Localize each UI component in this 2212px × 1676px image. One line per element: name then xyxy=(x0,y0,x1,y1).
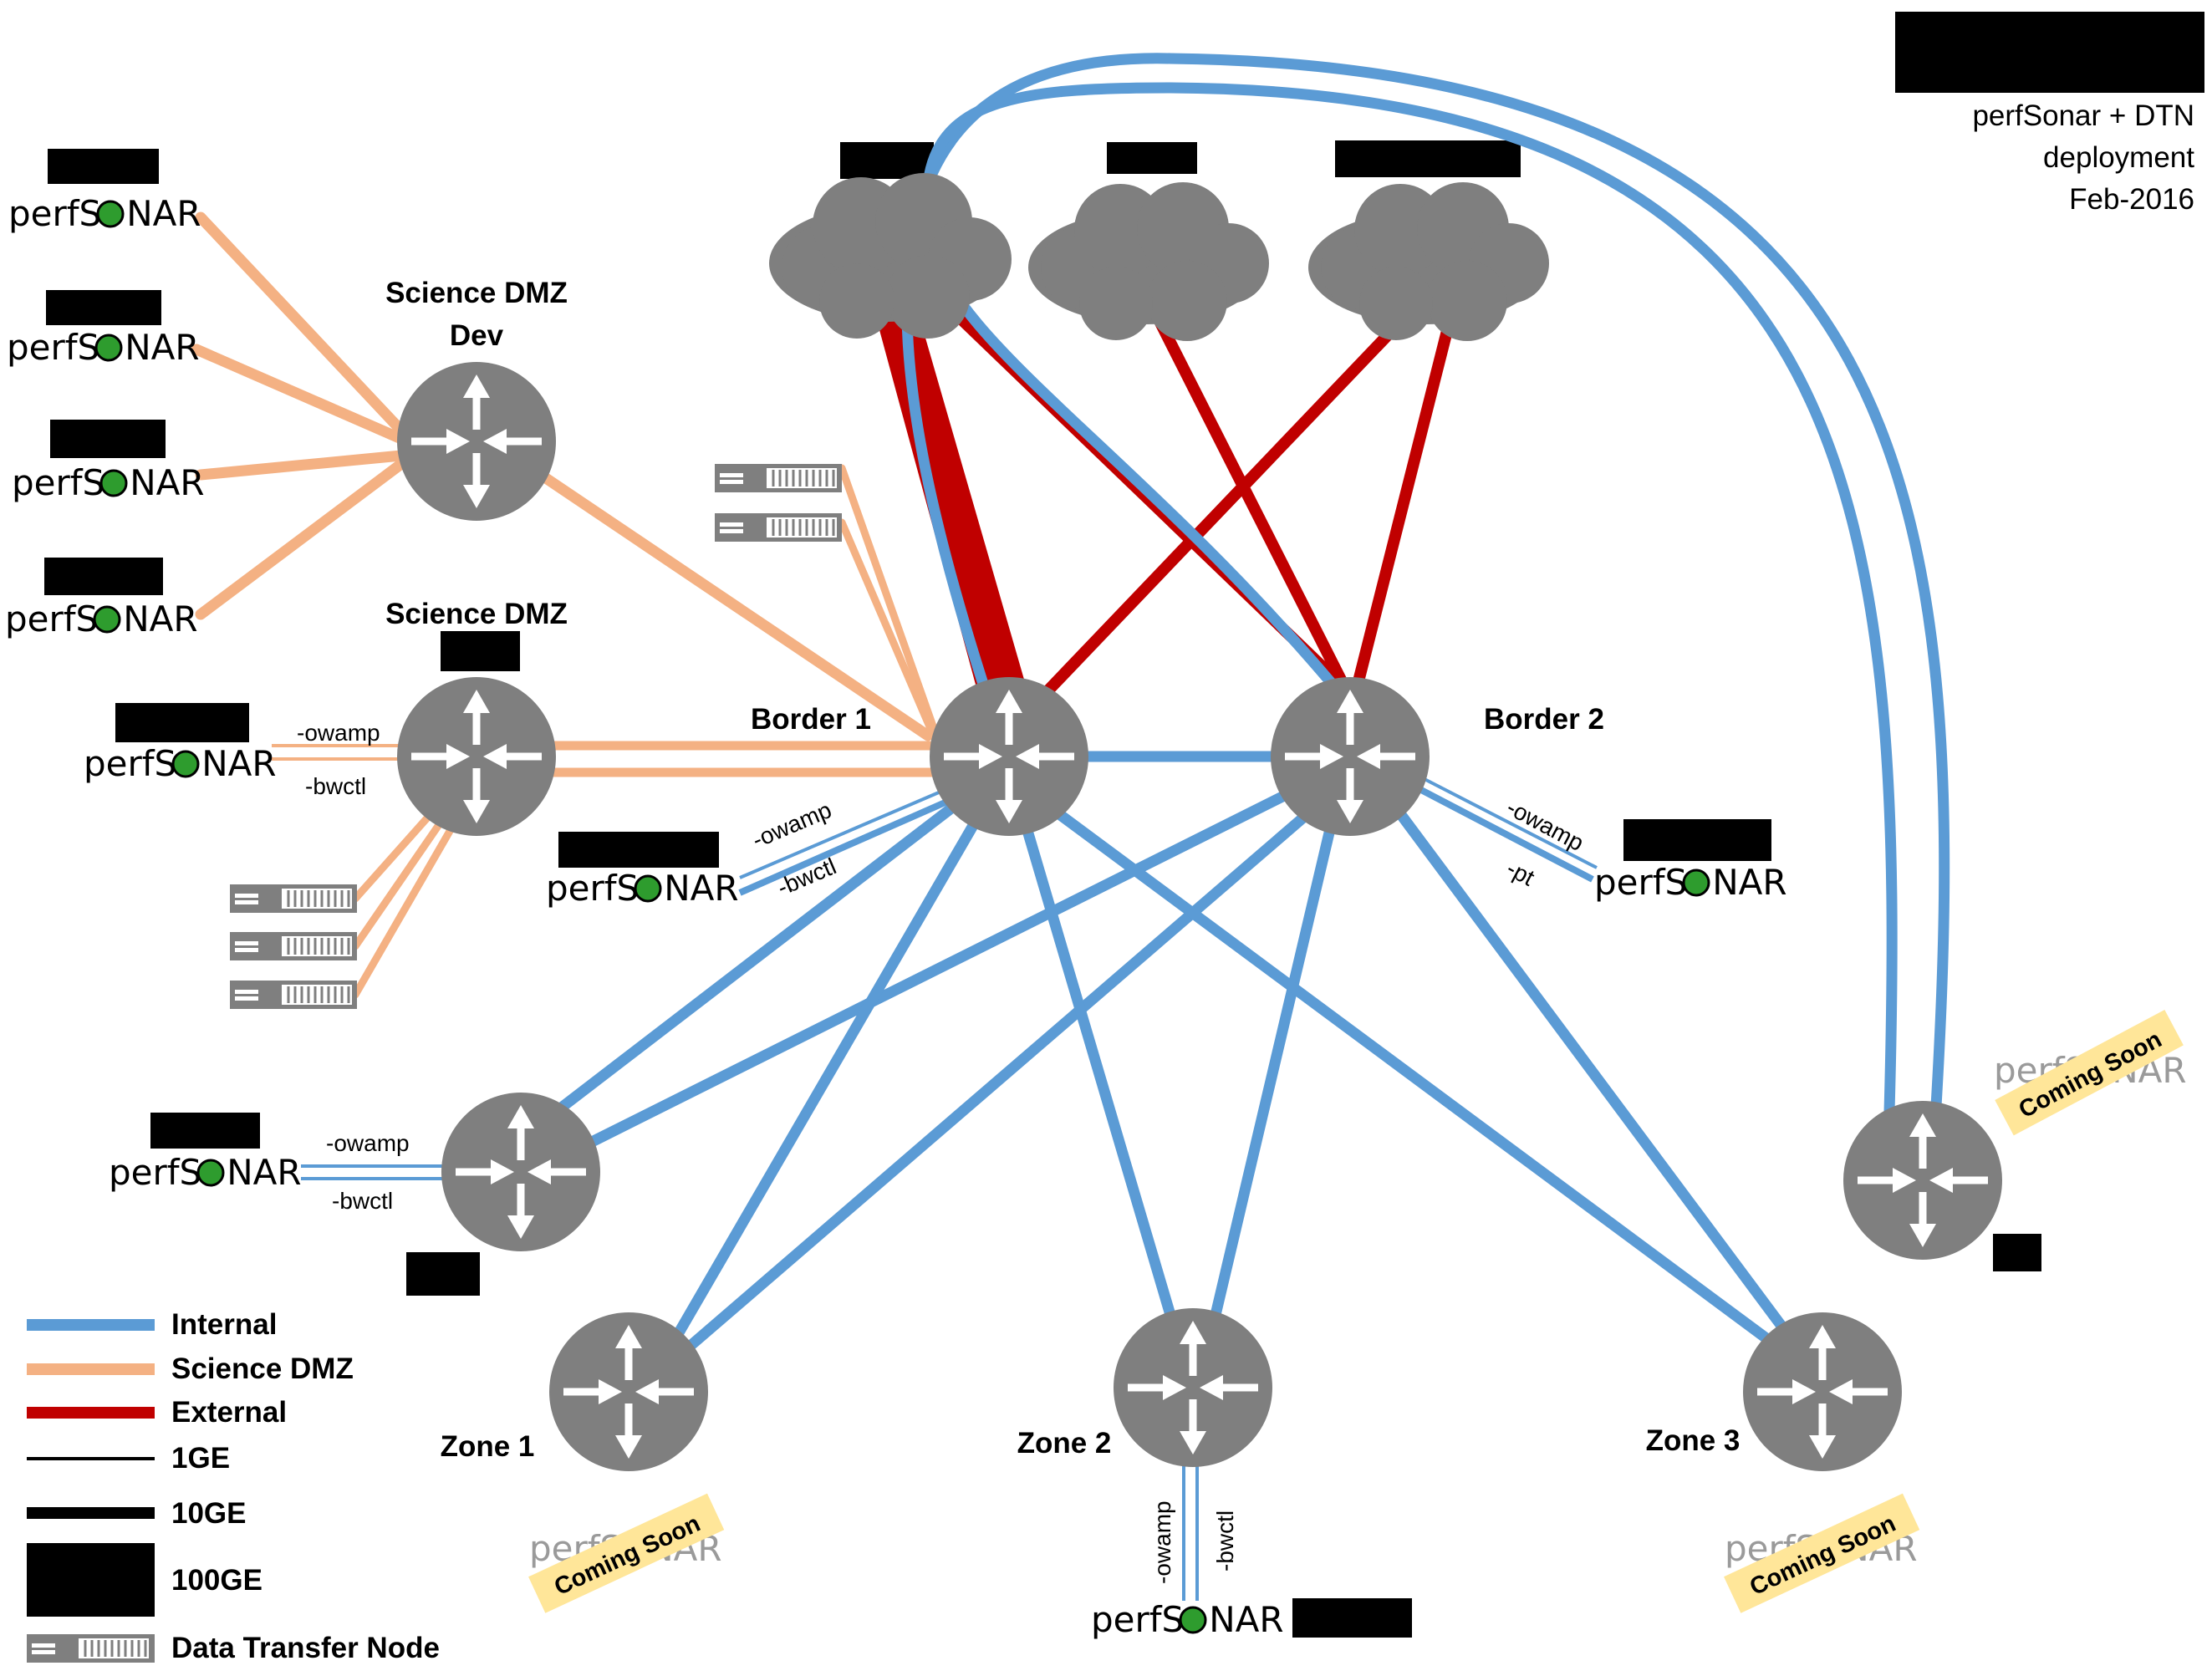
science-dmz-link xyxy=(195,211,407,436)
legend-dtn-server-icon xyxy=(27,1634,155,1663)
dtn-group-science-dmz xyxy=(230,884,357,1009)
legend-swatch-100ge xyxy=(27,1543,155,1617)
router-border-2 xyxy=(1271,677,1430,836)
pt-label-border-2: -pt xyxy=(1502,855,1539,891)
router-zone-2 xyxy=(1114,1308,1272,1467)
science-dmz-link xyxy=(838,464,940,740)
cloud-icon xyxy=(1028,182,1269,341)
router-zone-3 xyxy=(1743,1312,1902,1471)
owamp-label-zone-2: -owamp xyxy=(1149,1500,1175,1584)
legend-1ge: 1GE xyxy=(171,1442,230,1475)
label-border-1: Border 1 xyxy=(751,703,871,736)
bwctl-label-left: -bwctl xyxy=(332,1188,393,1214)
science-dmz-link xyxy=(538,471,934,741)
header-line-3: Feb-2016 xyxy=(2069,183,2194,216)
internal-link xyxy=(579,780,1310,1151)
internal-link xyxy=(1386,797,1799,1347)
redaction-boxes xyxy=(44,12,2204,1638)
label-border-2: Border 2 xyxy=(1484,703,1604,736)
header-line-1: perfSonar + DTN xyxy=(1972,99,2194,132)
router-right xyxy=(1843,1101,2002,1260)
science-dmz-link xyxy=(195,450,407,481)
external-link xyxy=(1039,312,1410,700)
dtn-server-icon xyxy=(715,464,842,492)
router-left xyxy=(441,1093,600,1251)
cloud-icon xyxy=(769,173,1012,339)
label-zone-2: Zone 2 xyxy=(1017,1427,1112,1459)
science-dmz-links xyxy=(191,211,941,999)
external-link xyxy=(1152,312,1348,687)
label-science-dmz-dev: Science DMZ xyxy=(385,277,568,309)
dtn-server-icon xyxy=(230,932,357,960)
label-science-dmz-dev-2: Dev xyxy=(450,319,504,352)
legend-external: External xyxy=(171,1396,287,1429)
router-border-1 xyxy=(930,677,1088,836)
legend-100ge: 100GE xyxy=(171,1564,262,1597)
internal-links xyxy=(550,53,1950,1356)
external-link xyxy=(1353,312,1456,687)
internal-link-loop-inner xyxy=(921,82,1898,1118)
legend-10ge: 10GE xyxy=(171,1497,247,1530)
router-science-dmz-dev xyxy=(397,362,556,521)
legend-internal: Internal xyxy=(171,1308,277,1341)
legend-science-dmz: Science DMZ xyxy=(171,1353,354,1385)
owamp-label-science-dmz: -owamp xyxy=(297,720,380,746)
label-science-dmz: Science DMZ xyxy=(385,598,568,630)
owamp-label-border-1: -owamp xyxy=(748,797,835,853)
dtn-group-border1 xyxy=(715,464,842,542)
science-dmz-link xyxy=(351,800,457,950)
internal-link xyxy=(550,788,976,1118)
label-zone-3: Zone 3 xyxy=(1646,1424,1741,1457)
label-zone-1: Zone 1 xyxy=(441,1430,535,1463)
science-dmz-link xyxy=(195,458,407,620)
internal-link xyxy=(663,797,992,1356)
perfsonar-dot-icon xyxy=(93,200,1710,1634)
internal-link xyxy=(1043,801,1782,1352)
bwctl-label-science-dmz: -bwctl xyxy=(305,773,366,799)
internal-link xyxy=(1206,809,1339,1335)
router-zone-1 xyxy=(549,1312,708,1471)
header: perfSonar + DTN deployment Feb-2016 xyxy=(1972,99,2194,216)
header-line-2: deployment xyxy=(2043,141,2194,174)
owamp-label-left: -owamp xyxy=(326,1130,410,1156)
cloud-icon xyxy=(1308,182,1549,341)
legend-dtn: Data Transfer Node xyxy=(171,1632,440,1664)
dtn-server-icon xyxy=(230,884,357,913)
science-dmz-link xyxy=(838,518,940,746)
dtn-server-icon xyxy=(715,513,842,542)
internal-link xyxy=(680,797,1327,1356)
dtn-server-icon xyxy=(230,981,357,1009)
science-dmz-link xyxy=(191,344,407,445)
internal-link xyxy=(1018,813,1180,1335)
science-dmz-link xyxy=(351,807,466,999)
node-labels: Science DMZ Dev Science DMZ Border 1 Bor… xyxy=(385,277,1740,1463)
router-science-dmz xyxy=(397,677,556,836)
legend: Internal Science DMZ External 1GE 10GE 1… xyxy=(27,1308,440,1664)
perfsonar-links xyxy=(272,744,1598,1601)
bwctl-label-zone-2: -bwctl xyxy=(1212,1510,1238,1572)
